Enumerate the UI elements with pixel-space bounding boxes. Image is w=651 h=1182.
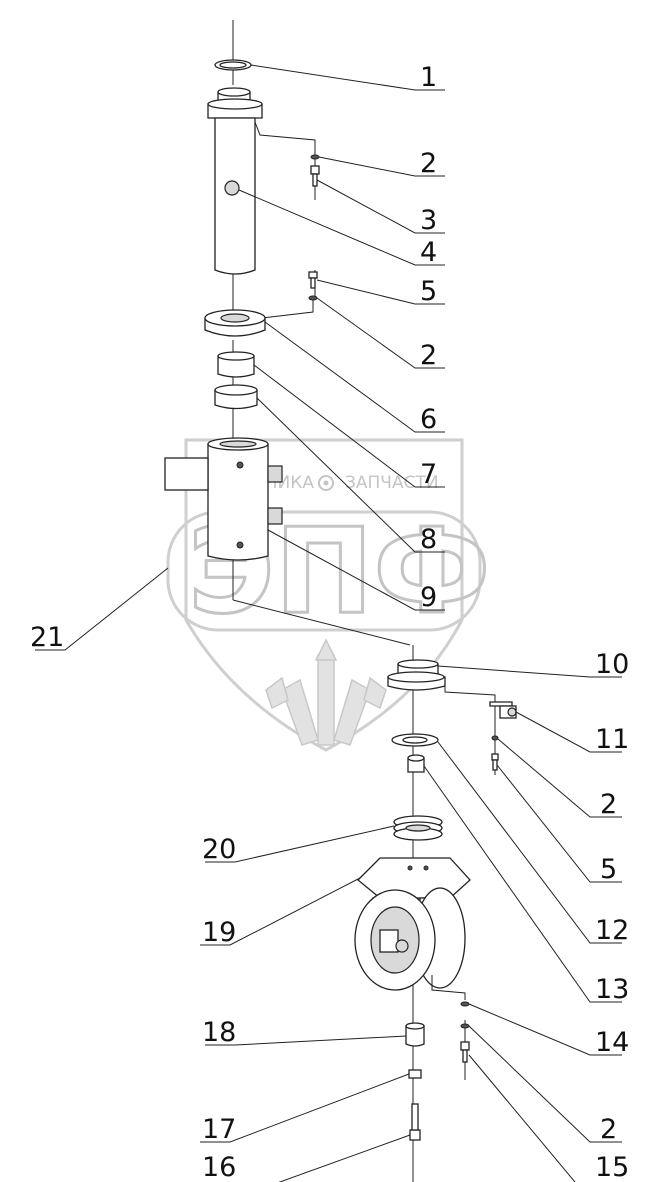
part-14-washer (460, 1001, 470, 1007)
part-16-bolt (409, 1103, 421, 1141)
part-1-o-ring (214, 59, 252, 71)
part-11-brake-lever (489, 701, 517, 719)
callout-5a: 5 (420, 276, 437, 307)
part-2-washer-c (491, 735, 499, 741)
callout-21: 21 (30, 622, 64, 653)
part-13-nut (407, 754, 425, 773)
callout-1: 1 (420, 62, 437, 93)
callout-14: 14 (595, 1027, 629, 1058)
callout-9: 9 (420, 582, 437, 613)
callout-18: 18 (202, 1017, 236, 1048)
part-10-top-plate (387, 659, 496, 702)
callout-6: 6 (420, 404, 437, 435)
part-4-spindle (207, 87, 316, 275)
part-20-spring (393, 815, 443, 841)
part-3-screw (310, 165, 320, 187)
leader-lines (35, 64, 622, 1182)
watermark-brand-right: ЗАПЧАСТИ (345, 473, 439, 493)
callout-17: 17 (202, 1114, 236, 1145)
part-2-washer-b (261, 295, 318, 319)
callout-5b: 5 (600, 854, 617, 885)
callout-labels: 1 2 3 4 5 2 6 7 8 9 21 10 11 2 5 20 12 1… (30, 62, 629, 1182)
callout-13: 13 (595, 974, 629, 1005)
part-5-screw-a (308, 271, 318, 289)
part-17-nut (408, 1069, 422, 1079)
callout-20: 20 (202, 834, 236, 865)
part-7-bushing (217, 351, 255, 378)
callout-19: 19 (202, 917, 236, 948)
part-2-washer-a (310, 154, 320, 160)
part-5-screw-b (491, 753, 499, 771)
part-19-caster (354, 857, 471, 1000)
part-15-screw (460, 1041, 470, 1063)
callout-11: 11 (595, 724, 629, 755)
callout-16: 16 (202, 1152, 236, 1182)
callout-2c: 2 (600, 789, 617, 820)
part-housing (164, 437, 283, 561)
callout-12: 12 (595, 915, 629, 946)
callout-15: 15 (595, 1152, 629, 1182)
part-18-bush (405, 1022, 425, 1047)
callout-2b: 2 (420, 340, 437, 371)
callout-2a: 2 (420, 148, 437, 179)
gear-icon (318, 475, 334, 491)
part-12-ring (391, 733, 439, 747)
part-6-flange (204, 309, 266, 337)
callout-10: 10 (595, 649, 629, 680)
wheat-icon (265, 638, 387, 746)
part-2-washer-d (460, 1023, 470, 1029)
callout-2d: 2 (600, 1114, 617, 1145)
part-8-bearing (214, 384, 258, 410)
callout-8: 8 (420, 524, 437, 555)
callout-3: 3 (420, 205, 437, 236)
callout-7: 7 (420, 459, 437, 490)
callout-4: 4 (420, 237, 437, 268)
